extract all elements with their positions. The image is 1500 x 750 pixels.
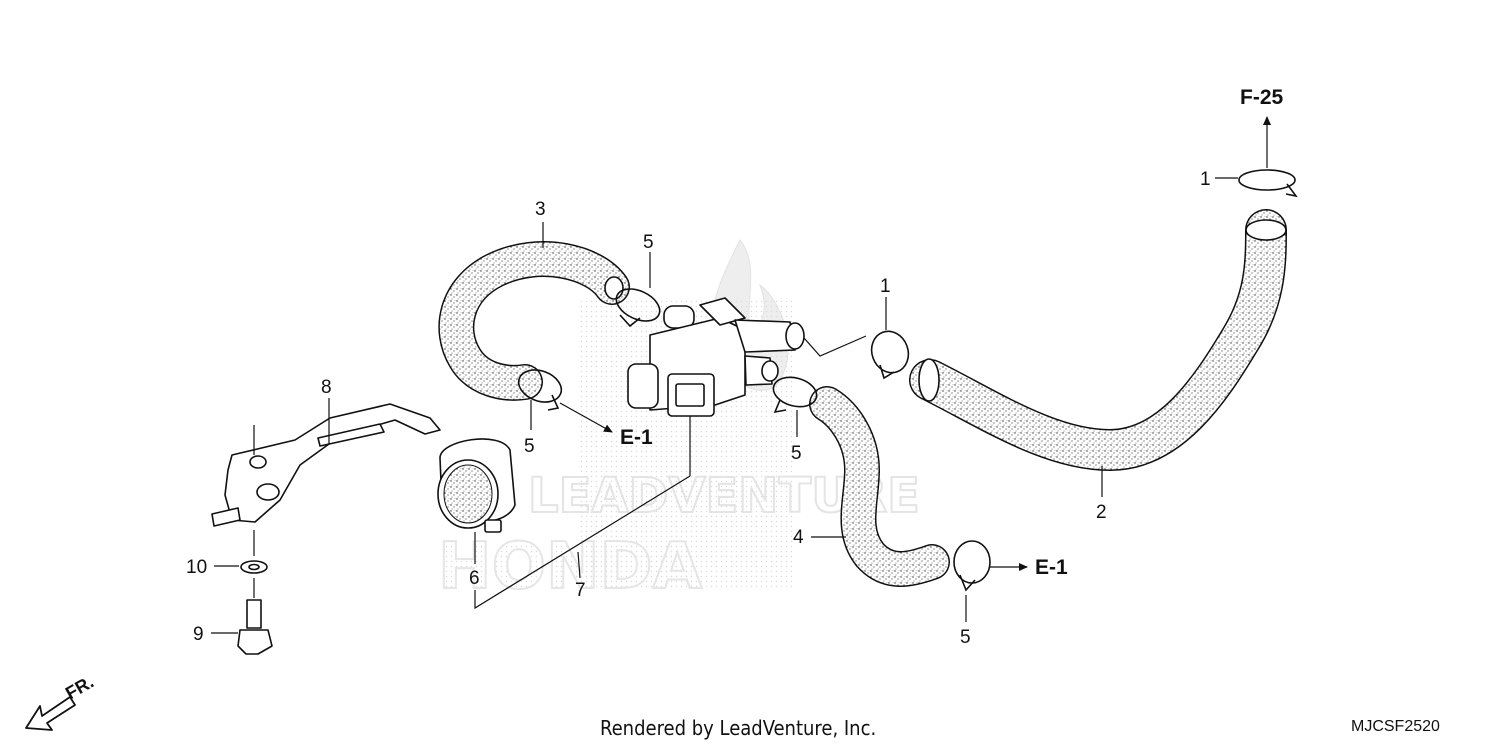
bolt-9[interactable] bbox=[237, 599, 273, 655]
hose-clip-5-upper[interactable] bbox=[611, 283, 665, 328]
hose-clip-5-left[interactable] bbox=[514, 364, 566, 411]
callout-1-middle[interactable]: 1 bbox=[880, 276, 891, 297]
air-injection-solenoid-valve[interactable] bbox=[627, 297, 805, 476]
callout-8[interactable]: 8 bbox=[321, 377, 332, 398]
washer-10[interactable] bbox=[240, 560, 268, 574]
hose-clip-1-middle[interactable] bbox=[866, 326, 914, 380]
callout-6[interactable]: 6 bbox=[469, 568, 480, 589]
front-arrow-icon bbox=[25, 696, 76, 731]
reference-f25[interactable]: F-25 bbox=[1240, 86, 1284, 109]
hose-clip-5-lower[interactable] bbox=[953, 540, 991, 592]
callout-5-lower[interactable]: 5 bbox=[960, 627, 971, 648]
callout-10[interactable]: 10 bbox=[186, 557, 207, 578]
hose-4[interactable] bbox=[809, 386, 950, 587]
callout-3[interactable]: 3 bbox=[535, 199, 546, 220]
callout-2[interactable]: 2 bbox=[1096, 502, 1107, 523]
callout-9[interactable]: 9 bbox=[193, 624, 204, 645]
mounting-rubber-6[interactable] bbox=[437, 438, 516, 533]
hose-clip-1-upper[interactable] bbox=[1238, 169, 1298, 198]
reference-e1-left[interactable]: E-1 bbox=[620, 426, 653, 449]
callout-7[interactable]: 7 bbox=[575, 580, 586, 601]
callout-5-upper[interactable]: 5 bbox=[643, 232, 654, 253]
callout-5-left[interactable]: 5 bbox=[524, 436, 535, 457]
callout-labels: 1 1 2 3 4 5 5 5 5 6 7 8 9 10 bbox=[186, 169, 1211, 648]
watermark-word-honda: HONDA bbox=[438, 530, 703, 604]
leader-lines bbox=[211, 116, 1271, 634]
reference-e1-right[interactable]: E-1 bbox=[1035, 556, 1068, 579]
hose-clip-5-middle[interactable] bbox=[770, 373, 820, 414]
hose-2[interactable] bbox=[909, 209, 1287, 471]
callout-4[interactable]: 4 bbox=[793, 527, 804, 548]
bracket-8[interactable] bbox=[211, 403, 441, 527]
footer-credit: Rendered by LeadVenture, Inc. bbox=[600, 716, 877, 740]
watermark: LEADVENTURE HONDA bbox=[437, 239, 921, 605]
diagram-code: MJCSF2520 bbox=[1351, 718, 1440, 735]
reference-labels: F-25 E-1 E-1 bbox=[620, 86, 1284, 579]
front-direction-indicator: FR. bbox=[25, 672, 97, 731]
callout-1-upper[interactable]: 1 bbox=[1200, 169, 1211, 190]
callout-5-middle[interactable]: 5 bbox=[791, 443, 802, 464]
